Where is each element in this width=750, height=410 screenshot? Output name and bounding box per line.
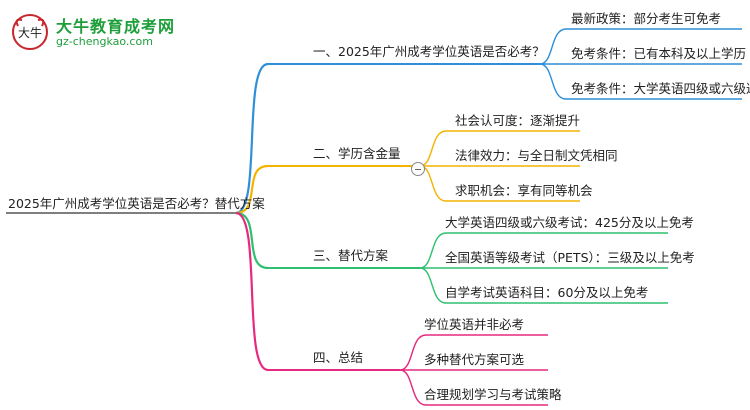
leaf-degree-1[interactable]: 社会认可度：逐渐提升 <box>455 113 581 128</box>
leaf-summary-3[interactable]: 合理规划学习与考试策略 <box>424 387 562 402</box>
leaf-alt-1[interactable]: 大学英语四级或六级考试：425分及以上免考 <box>445 215 694 230</box>
leaf-policy-2[interactable]: 免考条件：已有本科及以上学历 <box>571 46 747 61</box>
root-topic[interactable]: 2025年广州成考学位英语是否必考？替代方案 <box>8 196 265 211</box>
leaf-connector-4-3 <box>399 369 427 406</box>
branch-degree-value[interactable]: 二、学历含金量 <box>313 146 401 161</box>
leaf-policy-3[interactable]: 免考条件：大学英语四级或六级达标 <box>571 81 750 96</box>
leaf-alt-2[interactable]: 全国英语等级考试（PETS）：三级及以上免考 <box>445 250 695 265</box>
site-logo[interactable]: 大牛 大牛教育成考网 gz-chengkao.com <box>10 10 210 54</box>
leaf-connector-3-3 <box>419 267 447 304</box>
logo-brand-name: 大牛教育成考网 <box>56 17 176 36</box>
branch-policy[interactable]: 一、2025年广州成考学位英语是否必考？ <box>313 44 545 59</box>
logo-url: gz-chengkao.com <box>56 35 153 48</box>
leaf-policy-1[interactable]: 最新政策：部分考生可免考 <box>571 11 722 26</box>
leaf-degree-3[interactable]: 求职机会：享有同等机会 <box>455 183 593 198</box>
leaf-connector-3-1 <box>419 232 447 269</box>
branch-alternatives[interactable]: 三、替代方案 <box>313 248 389 263</box>
logo-mark-text: 大牛 <box>18 25 42 40</box>
leaf-connector-4-1 <box>399 334 427 371</box>
leaf-connector-1-1 <box>539 28 567 65</box>
collapse-toggle-icon[interactable] <box>411 162 425 176</box>
leaf-alt-3[interactable]: 自学考试英语科目：60分及以上免考 <box>445 285 649 300</box>
leaf-degree-2[interactable]: 法律效力：与全日制文凭相同 <box>455 148 618 163</box>
leaf-summary-2[interactable]: 多种替代方案可选 <box>424 352 525 367</box>
branch-connector-4 <box>235 211 269 372</box>
branch-connector-1 <box>235 62 269 215</box>
branch-summary[interactable]: 四、总结 <box>313 350 364 365</box>
branch-connector-2 <box>235 164 269 215</box>
leaf-connector-2-1 <box>419 130 447 167</box>
branch-connector-3 <box>235 211 269 270</box>
leaf-summary-1[interactable]: 学位英语并非必考 <box>424 317 525 332</box>
bull-logo-icon: 大牛 <box>12 14 48 50</box>
leaf-connector-1-3 <box>539 63 567 100</box>
